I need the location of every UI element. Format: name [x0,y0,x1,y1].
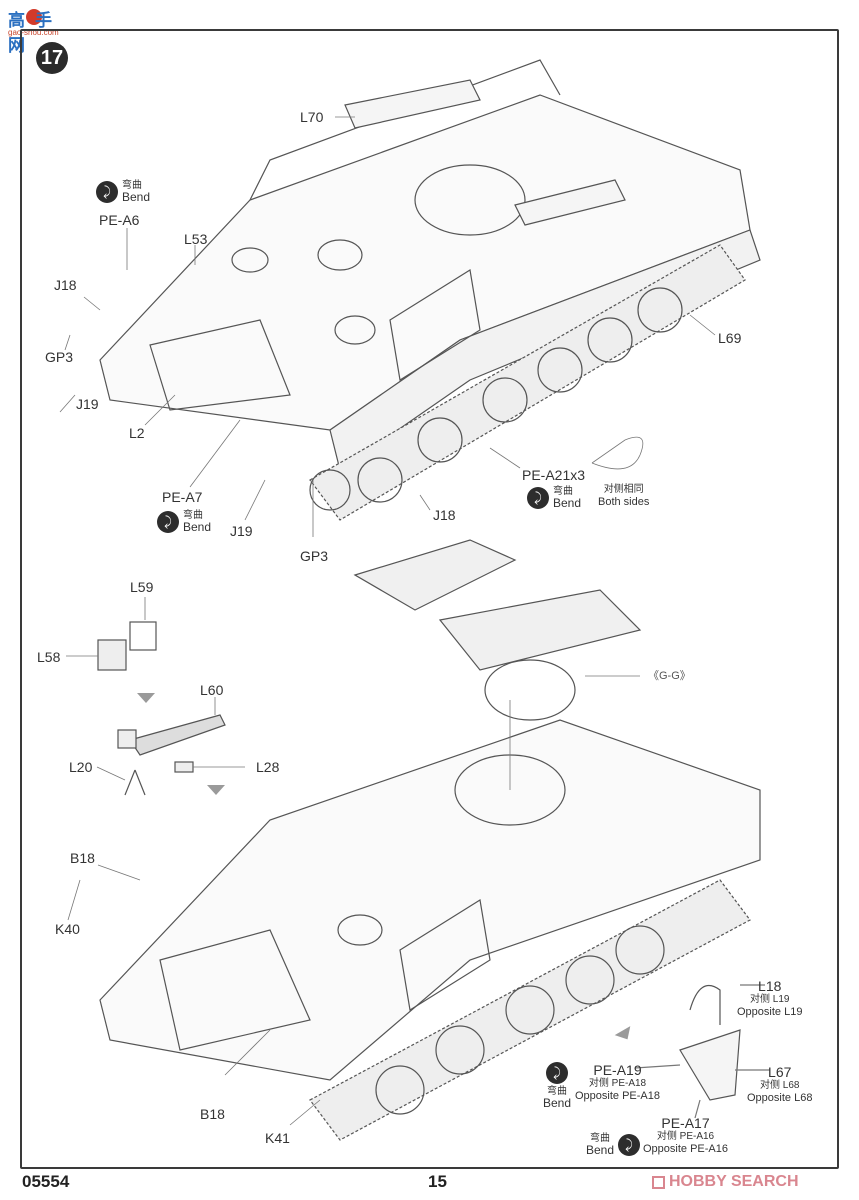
launcher-left-pod [353,539,517,611]
part-label-L53: L53 [184,231,208,247]
down-arrow-icon [207,785,225,795]
part-label-PE-A21: PE-A21x3 [522,467,586,483]
detail-label-PE-A19: PE-A19 对侧 PE-A18 Opposite PE-A18 [575,1062,660,1102]
part-label-PE-A7: PE-A7 [162,489,203,505]
view-reference-G-G: 《G-G》 [648,670,691,682]
part-label-GP3: GP3 [45,349,74,365]
part-label-J18: J18 [54,277,77,293]
launcher-right-pod [438,589,642,671]
part-label-J18: J18 [433,507,456,523]
bend-icon: ⤸ [546,1062,569,1084]
part-label-L28: L28 [256,759,280,775]
brand-watermark: HOBBY SEARCH [652,1173,799,1191]
part-label-PE-A6: PE-A6 [99,212,140,228]
road-wheels [309,287,683,511]
detail-label-L18: L18 对侧 L19 Opposite L19 [737,978,803,1018]
machine-gun-L60 [129,714,226,756]
bottom-vehicle-drawing [99,539,761,1141]
detail-label-PE-A17: PE-A17 对侧 PE-A16 Opposite PE-A16 [643,1115,728,1155]
middle-leader-lines [66,597,245,781]
ammo-cover-L59 [129,621,157,651]
part-label-GP3: GP3 [300,548,329,564]
top-vehicle-drawing [99,59,761,521]
bend-icon: ⤸ [618,1134,641,1157]
part-label-L70: L70 [300,109,324,125]
bend-icon: ⤸ [96,181,118,204]
part-label-B18: B18 [200,1106,225,1122]
both-sides-note: 对侧相同 Both sides [598,484,650,508]
page-frame [20,29,839,1169]
detail-label-L67: L67 对侧 L68 Opposite L68 [747,1064,813,1104]
part-label-J19: J19 [230,523,253,539]
middle-subassembly-drawings [97,621,226,796]
ammo-box-L58 [97,639,127,671]
part-label-L2: L2 [129,425,145,441]
bottom-leader-lines [67,675,640,1126]
page-number: 15 [428,1172,447,1191]
watermark-logo-icon [26,9,42,25]
bipod-L20 [124,769,146,796]
part-label-K40: K40 [55,921,80,937]
product-code: 05554 [22,1172,70,1191]
watermark-url: gao-shou.com [8,28,59,37]
part-label-L60: L60 [200,682,224,698]
part-label-L59: L59 [130,579,154,595]
part-label-K41: K41 [265,1130,290,1146]
brand-logo-icon [652,1175,665,1189]
part-label-L20: L20 [69,759,93,775]
step-number-badge: 17 [36,42,68,74]
part-label-L69: L69 [718,330,742,346]
detail-bracket-drawing [634,984,770,1119]
top-leader-lines [59,116,716,537]
part-label-J19: J19 [76,396,99,412]
part-label-L58: L58 [37,649,61,665]
mount-L28 [174,761,194,773]
bend-icon: ⤸ [527,487,549,510]
bend-icon: ⤸ [157,511,179,534]
brand-name: HOBBY SEARCH [669,1173,799,1190]
down-arrow-icon [137,693,155,703]
part-label-B18: B18 [70,850,95,866]
